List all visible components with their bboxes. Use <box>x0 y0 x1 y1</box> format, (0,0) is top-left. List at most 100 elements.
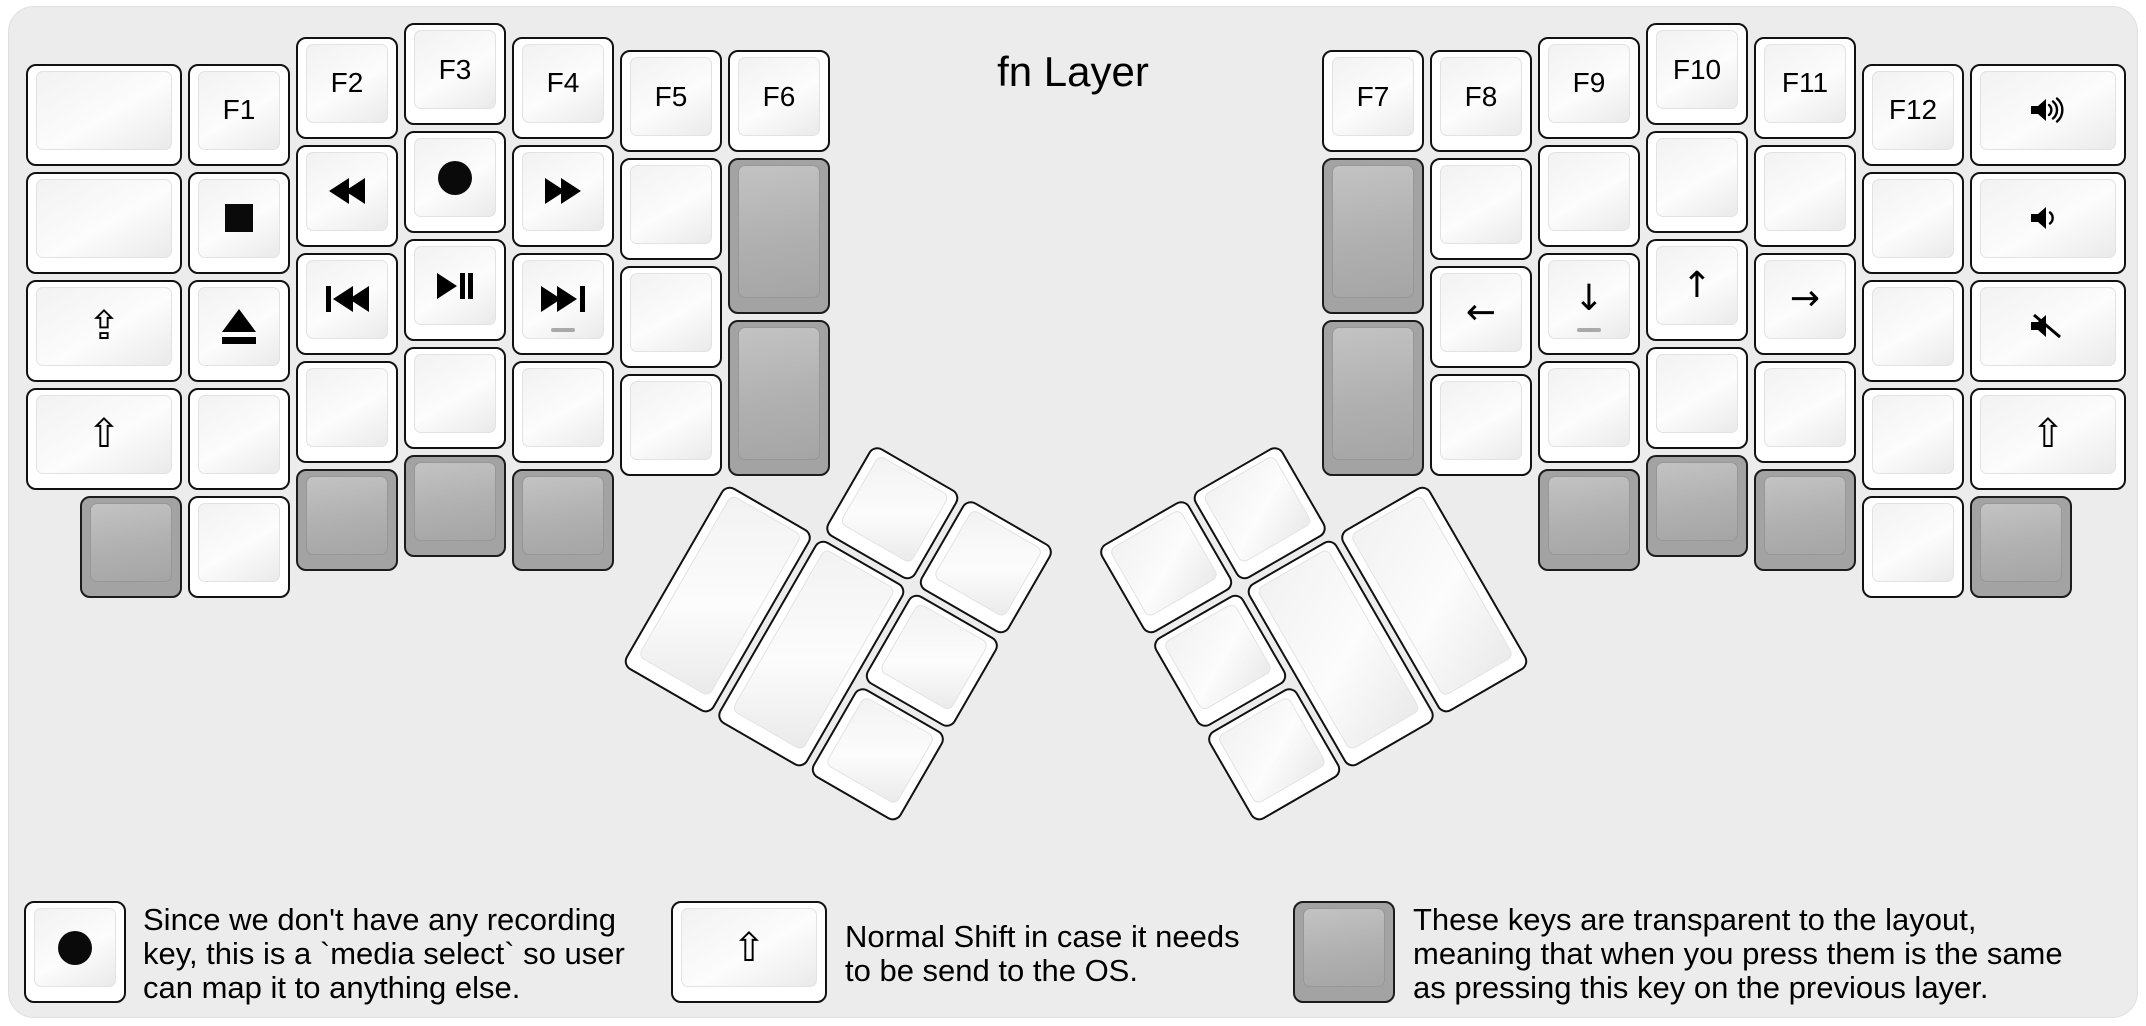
key-blank[interactable] <box>1430 374 1532 476</box>
legend-text-line: meaning that when you press them is the … <box>1413 936 2063 971</box>
key-blank[interactable] <box>1754 144 1856 247</box>
key-blank[interactable] <box>26 171 182 274</box>
keycap-surface <box>1764 151 1846 231</box>
key-transparent[interactable] <box>1646 455 1748 557</box>
key-shift[interactable]: ⇧ <box>26 387 182 490</box>
key-transparent[interactable] <box>1970 495 2072 598</box>
key-shift[interactable]: ⇧ <box>1970 387 2126 490</box>
key-blank[interactable] <box>26 63 182 166</box>
key-blank[interactable] <box>1430 158 1532 260</box>
key-f10[interactable]: F10 <box>1646 23 1748 125</box>
key-media-select[interactable] <box>404 131 506 233</box>
keycap-surface <box>36 178 172 258</box>
key-blank[interactable] <box>1538 144 1640 247</box>
key-blank[interactable] <box>1862 279 1964 382</box>
key-transparent[interactable] <box>1538 468 1640 571</box>
keycap-surface <box>36 70 172 150</box>
key-transparent[interactable] <box>1322 158 1424 314</box>
keycap-surface <box>1872 178 1954 258</box>
key-f4[interactable]: F4 <box>512 36 614 139</box>
key-play-pause[interactable] <box>404 239 506 341</box>
homing-bar <box>551 327 575 332</box>
keycap-surface: ↓ <box>1548 259 1630 339</box>
keycap-surface <box>630 273 712 352</box>
keycap-surface: F5 <box>630 57 712 136</box>
keycap-surface: ⇧ <box>36 394 172 474</box>
keycap-surface <box>1440 381 1522 460</box>
keycap-surface: F9 <box>1548 43 1630 123</box>
key-label: ↓ <box>1573 278 1605 319</box>
legend-text-line: Since we don't have any recording <box>143 902 616 937</box>
legend-text-line: Normal Shift in case it needs <box>845 919 1240 954</box>
keycap-surface: F2 <box>306 43 388 123</box>
key-blank[interactable] <box>1862 495 1964 598</box>
key-blank[interactable] <box>620 266 722 368</box>
keycap-surface: F7 <box>1332 57 1414 136</box>
key-label: F8 <box>1464 80 1498 112</box>
legend-key-shift[interactable]: ⇧ <box>671 901 827 1003</box>
key-f2[interactable]: F2 <box>296 36 398 139</box>
legend-key-transparent[interactable] <box>1293 901 1395 1003</box>
key-blank[interactable] <box>1646 347 1748 449</box>
key-blank[interactable] <box>620 374 722 476</box>
key-f1[interactable]: F1 <box>188 63 290 166</box>
key-f6[interactable]: F6 <box>728 50 830 152</box>
key-transparent[interactable] <box>296 468 398 571</box>
keycap-surface <box>414 354 496 433</box>
key-blank[interactable] <box>188 387 290 490</box>
legend-text-line: to be send to the OS. <box>845 953 1138 988</box>
key-arrow-right[interactable]: → <box>1754 252 1856 355</box>
key-arrow-down[interactable]: ↓ <box>1538 252 1640 355</box>
key-arrow-up[interactable]: ↑ <box>1646 239 1748 341</box>
key-transparent[interactable] <box>728 320 830 476</box>
keycap-surface <box>630 165 712 244</box>
keycap-surface: ⇧ <box>681 908 817 987</box>
keycap-surface: F6 <box>738 57 820 136</box>
key-blank[interactable] <box>296 360 398 463</box>
key-transparent[interactable] <box>512 468 614 571</box>
key-prev-track[interactable] <box>296 252 398 355</box>
homing-bar <box>1577 327 1601 332</box>
key-next-track[interactable] <box>512 252 614 355</box>
key-blank[interactable] <box>1862 171 1964 274</box>
keycap-surface <box>1440 165 1522 244</box>
legend-key-media-select[interactable] <box>24 901 126 1003</box>
keycap-surface: F4 <box>522 43 604 123</box>
key-blank[interactable] <box>404 347 506 449</box>
keycap-surface <box>738 327 820 460</box>
key-caps-shift[interactable]: ⇪ <box>26 279 182 382</box>
key-volume-up[interactable] <box>1970 63 2126 166</box>
legend-text-line: These keys are transparent to the layout… <box>1413 902 1977 937</box>
key-rewind[interactable] <box>296 144 398 247</box>
key-transparent[interactable] <box>1754 468 1856 571</box>
key-mute[interactable] <box>1970 279 2126 382</box>
key-arrow-left[interactable]: ← <box>1430 266 1532 368</box>
key-blank[interactable] <box>1538 360 1640 463</box>
key-f12[interactable]: F12 <box>1862 63 1964 166</box>
key-eject[interactable] <box>188 279 290 382</box>
key-transparent[interactable] <box>80 495 182 598</box>
stop-icon <box>225 204 253 232</box>
key-f7[interactable]: F7 <box>1322 50 1424 152</box>
key-blank[interactable] <box>1646 131 1748 233</box>
key-f8[interactable]: F8 <box>1430 50 1532 152</box>
key-blank[interactable] <box>1862 387 1964 490</box>
key-volume-down[interactable] <box>1970 171 2126 274</box>
key-transparent[interactable] <box>1322 320 1424 476</box>
key-fast-forward[interactable] <box>512 144 614 247</box>
key-transparent[interactable] <box>404 455 506 557</box>
key-f11[interactable]: F11 <box>1754 36 1856 139</box>
key-blank[interactable] <box>1754 360 1856 463</box>
key-blank[interactable] <box>620 158 722 260</box>
key-f5[interactable]: F5 <box>620 50 722 152</box>
keycap-surface <box>630 381 712 460</box>
key-f9[interactable]: F9 <box>1538 36 1640 139</box>
volume-down-icon <box>2031 207 2054 229</box>
key-label: F4 <box>546 67 580 98</box>
keycap-surface <box>1980 502 2062 582</box>
key-stop[interactable] <box>188 171 290 274</box>
key-blank[interactable] <box>188 495 290 598</box>
key-transparent[interactable] <box>728 158 830 314</box>
key-blank[interactable] <box>512 360 614 463</box>
key-f3[interactable]: F3 <box>404 23 506 125</box>
